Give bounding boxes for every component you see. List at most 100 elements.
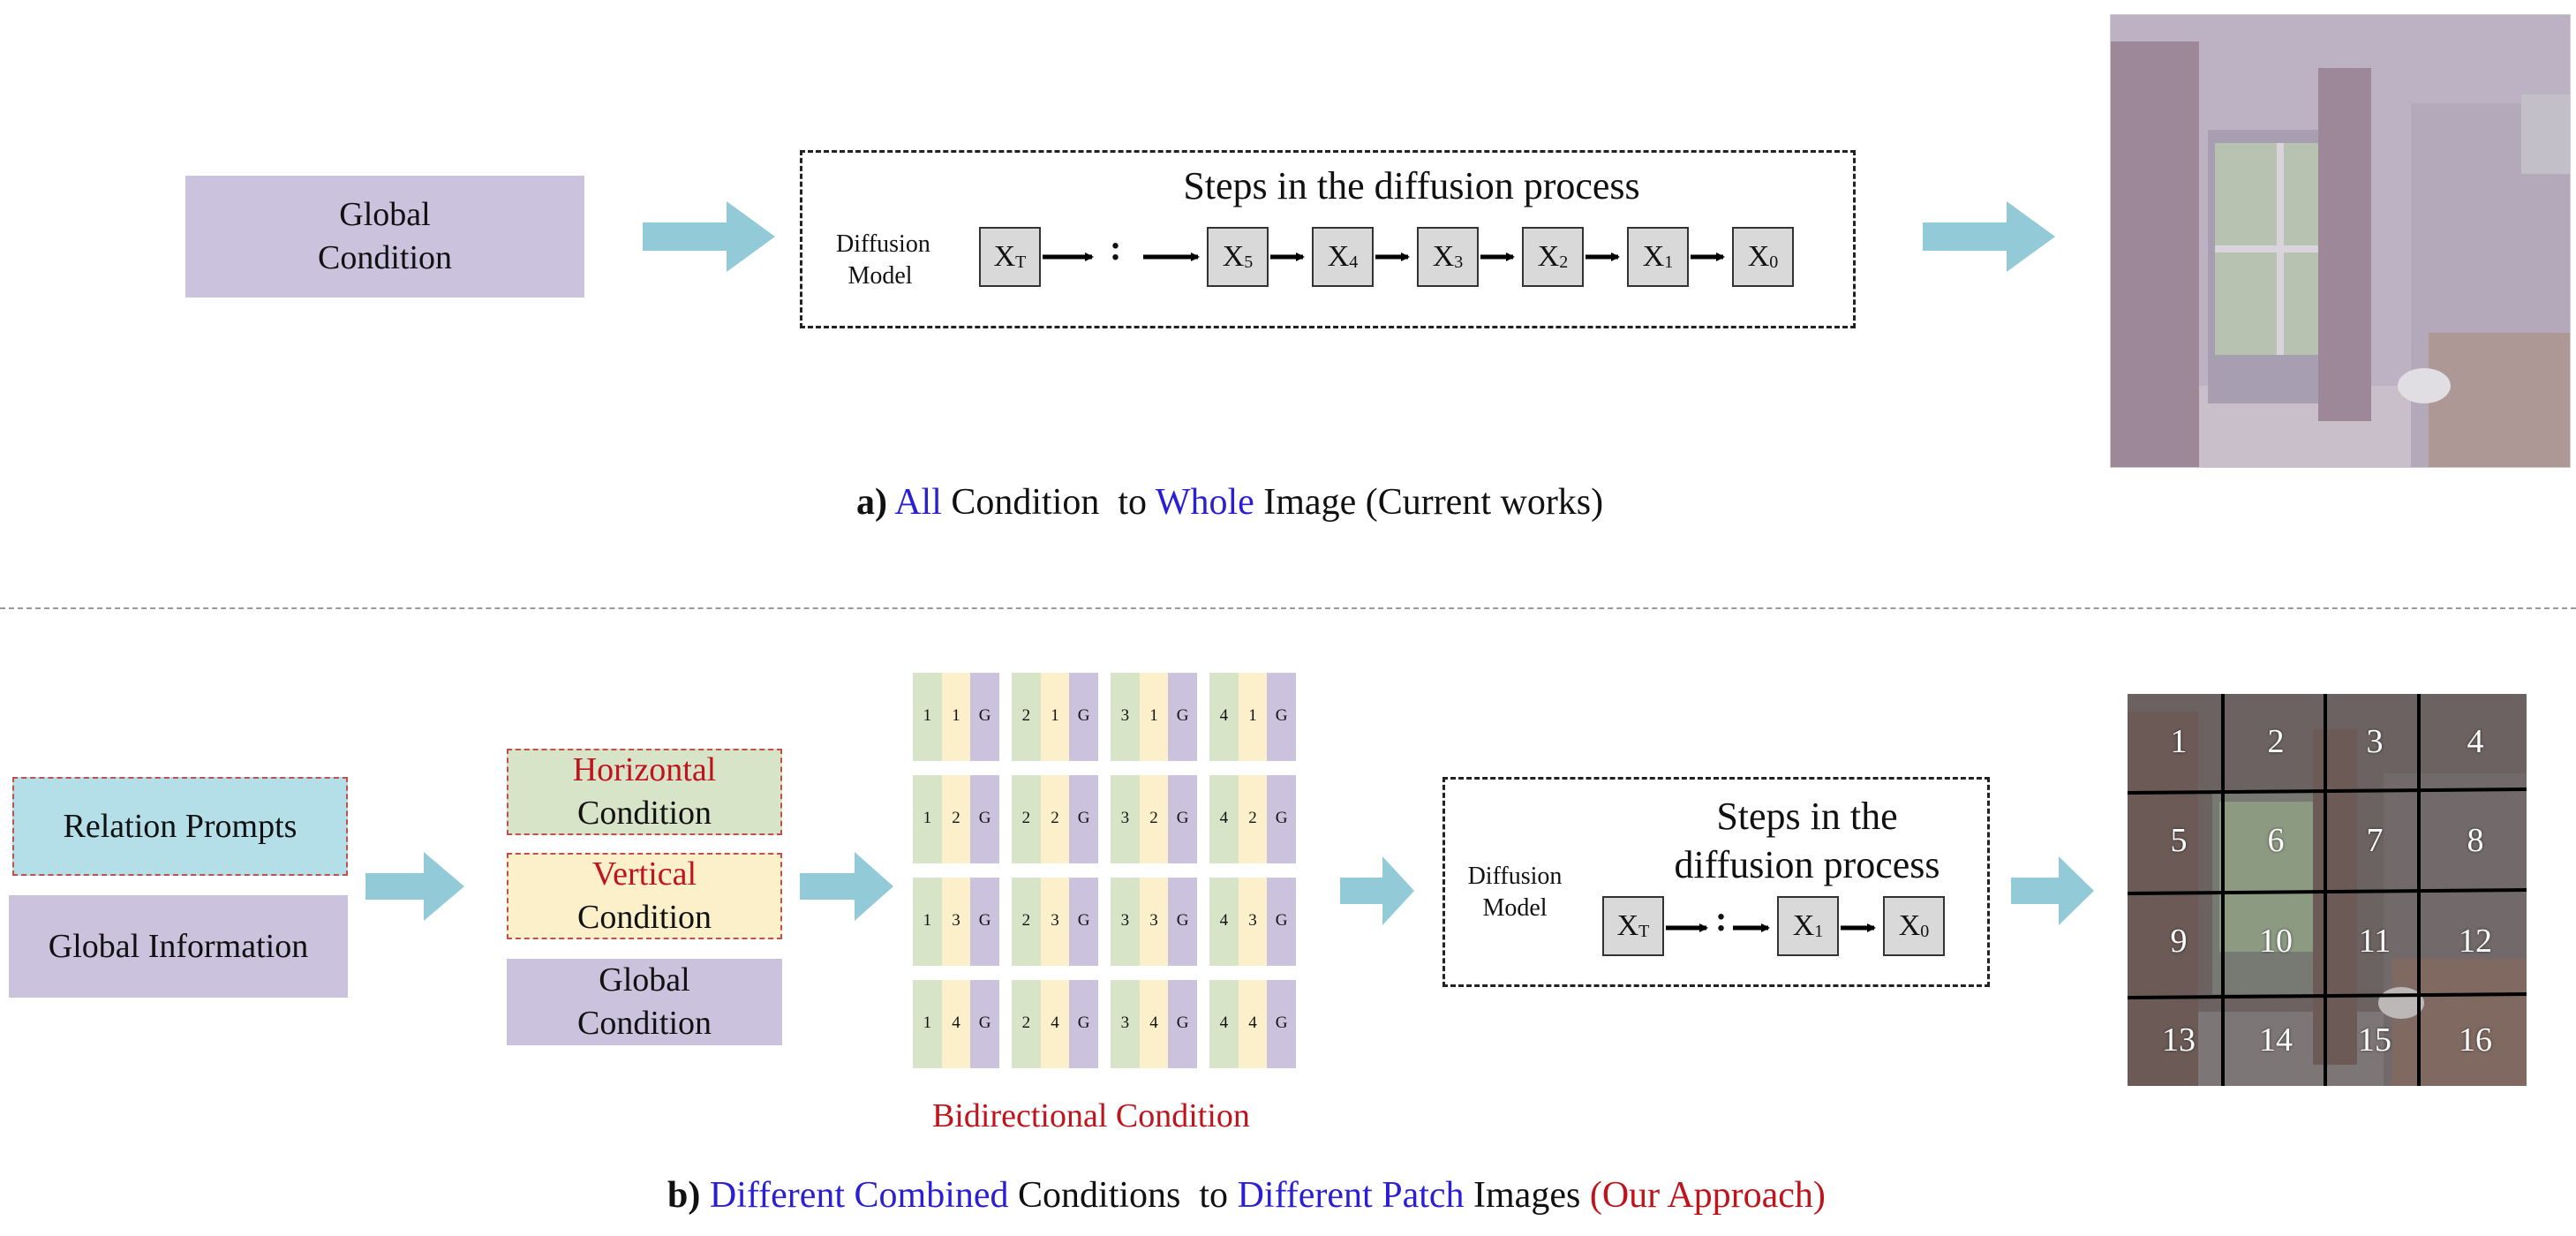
grid-cell-label: 1 bbox=[952, 706, 960, 725]
grid-cell-label: 3 bbox=[1120, 1014, 1130, 1032]
grid-strip: G bbox=[970, 878, 999, 966]
grid-strip: G bbox=[1168, 980, 1197, 1068]
grid-strip: 4 bbox=[1209, 775, 1239, 863]
grid-strip: G bbox=[970, 980, 999, 1068]
diffusion-model-label-b: Diffusion Model bbox=[1467, 863, 1563, 923]
patch-number: 13 bbox=[2162, 1021, 2196, 1059]
grid-cell-label: G bbox=[1176, 911, 1189, 930]
grid-cell-label: 1 bbox=[923, 809, 932, 827]
grid-cell-label: G bbox=[1077, 706, 1090, 725]
relation-prompts-box: Relation Prompts bbox=[12, 777, 348, 876]
horizontal-title: Horizontal bbox=[572, 751, 717, 789]
caption-b-different-patch: Different Patch bbox=[1237, 1175, 1465, 1216]
grid-strip: 3 bbox=[1111, 775, 1140, 863]
grid-strip: 3 bbox=[1040, 878, 1070, 966]
grid-cell-label: 4 bbox=[1051, 1014, 1059, 1032]
grid-cell-label: 2 bbox=[1248, 809, 1257, 827]
grid-cell-label: 4 bbox=[1219, 911, 1229, 930]
patch-number: 10 bbox=[2259, 923, 2293, 960]
grid-strip: 2 bbox=[1238, 775, 1268, 863]
grid-strip: G bbox=[1168, 673, 1197, 761]
vertical-condition-box: Vertical Condition bbox=[507, 853, 782, 939]
grid-cell-label: 2 bbox=[1021, 1014, 1031, 1032]
relation-prompts-label: Relation Prompts bbox=[63, 807, 298, 845]
grid-cell-label: G bbox=[1275, 1014, 1288, 1032]
grid-cell-label: 2 bbox=[1021, 809, 1031, 827]
grid-strip: 1 bbox=[1238, 673, 1268, 761]
grid-cell-label: G bbox=[978, 706, 991, 725]
grid-strip: 2 bbox=[1139, 775, 1169, 863]
grid-cell-label: 2 bbox=[952, 809, 960, 827]
flow-arrow-icon bbox=[643, 201, 775, 272]
grid-cell-label: G bbox=[978, 809, 991, 827]
grid-strip: 1 bbox=[1040, 673, 1070, 761]
grid-cell-label: G bbox=[1176, 809, 1189, 827]
grid-cell-label: 3 bbox=[1051, 911, 1059, 930]
grid-strip: G bbox=[970, 673, 999, 761]
grid-cell-label: 4 bbox=[1219, 706, 1229, 725]
grid-cell-label: G bbox=[1077, 809, 1090, 827]
grid-strip: 2 bbox=[941, 775, 971, 863]
patch-number: 14 bbox=[2259, 1021, 2293, 1059]
horizontal-condition-box: Horizontal Condition bbox=[507, 749, 782, 835]
grid-strip: 4 bbox=[1040, 980, 1070, 1068]
grid-strip: G bbox=[1069, 980, 1098, 1068]
grid-strip: G bbox=[970, 775, 999, 863]
bathroom-image-a bbox=[2110, 14, 2571, 468]
grid-cell-label: 4 bbox=[1248, 1014, 1257, 1032]
patch-number: 2 bbox=[2267, 723, 2285, 760]
grid-cell-label: G bbox=[1176, 1014, 1189, 1032]
global-information-box: Global Information bbox=[9, 895, 348, 998]
grid-strip: G bbox=[1168, 775, 1197, 863]
grid-cell-label: 1 bbox=[1051, 706, 1059, 725]
patch-number: 7 bbox=[2366, 822, 2384, 859]
grid-cell-label: 2 bbox=[1021, 911, 1031, 930]
global-condition-box-a: Global Condition bbox=[185, 176, 584, 298]
grid-strip: 4 bbox=[1238, 980, 1268, 1068]
grid-strip: G bbox=[1069, 878, 1098, 966]
caption-b-prefix: b) bbox=[667, 1175, 701, 1216]
grid-cell-label: 3 bbox=[1248, 911, 1257, 930]
flow-arrow-icon bbox=[365, 852, 464, 921]
caption-a: a) All Condition to Whole Image (Current… bbox=[856, 481, 1603, 524]
grid-strip: 1 bbox=[941, 673, 971, 761]
grid-strip: 1 bbox=[913, 775, 942, 863]
vertical-title: Vertical bbox=[591, 855, 697, 893]
diffusion-frame-a: Steps in the diffusion process Diffusion… bbox=[800, 150, 1856, 328]
grid-cell-label: 3 bbox=[952, 911, 960, 930]
grid-strip: 2 bbox=[1012, 673, 1041, 761]
caption-a-image: Image (Current works) bbox=[1263, 482, 1604, 523]
patch-number: 6 bbox=[2267, 822, 2285, 859]
diffusion-title-a: Steps in the diffusion process bbox=[1183, 164, 1640, 207]
grid-strip: 3 bbox=[1139, 878, 1169, 966]
caption-a-condition: Condition to bbox=[951, 482, 1148, 523]
grid-cell-label: 4 bbox=[1219, 809, 1229, 827]
step-b-ellipsis: : bbox=[1715, 899, 1728, 938]
patch-number: 11 bbox=[2358, 923, 2391, 960]
caption-a-all: All bbox=[894, 482, 942, 523]
diffusion-title-b: Steps in the diffusion process bbox=[1674, 795, 1940, 886]
caption-a-whole: Whole bbox=[1155, 482, 1254, 523]
grid-cell-label: G bbox=[1077, 911, 1090, 930]
grid-strip: 1 bbox=[1139, 673, 1169, 761]
grid-cell-label: 1 bbox=[923, 911, 932, 930]
step-arrows-a bbox=[1043, 252, 1725, 261]
flow-arrow-icon bbox=[1340, 856, 1414, 925]
grid-cell-label: G bbox=[1275, 911, 1288, 930]
patch-number: 8 bbox=[2467, 822, 2484, 859]
global-condition-label-b: Global Condition bbox=[576, 961, 712, 1042]
caption-b-our-approach: (Our Approach) bbox=[1589, 1175, 1826, 1216]
